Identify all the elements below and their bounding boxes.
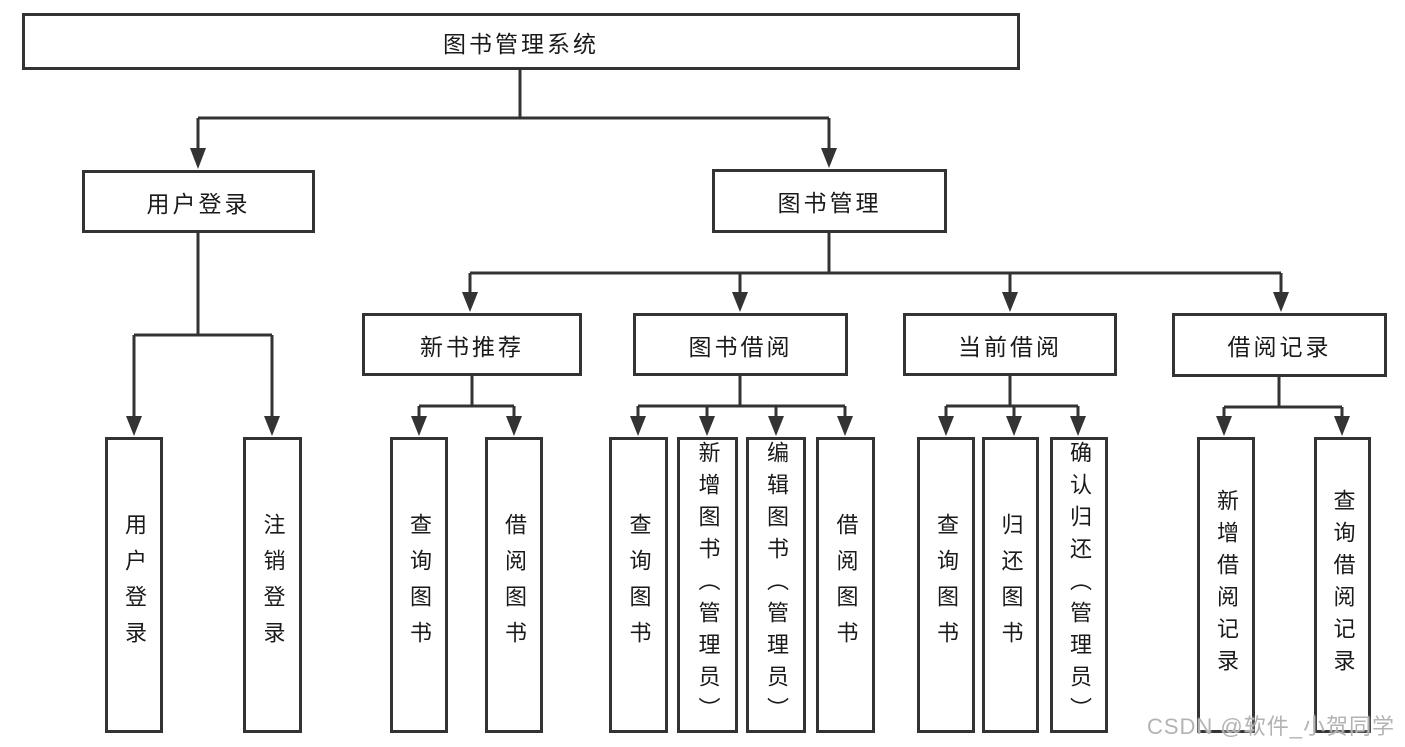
leaf-user-login: 用户登录 (105, 437, 163, 733)
leaf-query-book-borrow: 查询图书 (609, 437, 668, 733)
leaf-query-book-recommend: 查询图书 (390, 437, 448, 733)
arrowhead-icons (126, 148, 1350, 436)
leaf-borrow-book-recommend: 借阅图书 (485, 437, 543, 733)
node-root: 图书管理系统 (22, 13, 1020, 70)
node-user-login: 用户登录 (82, 170, 315, 233)
watermark: CSDN @软件_小贺同学 (1146, 714, 1395, 739)
leaf-query-borrow-record: 查询借阅记录 (1314, 437, 1371, 733)
node-borrow-records: 借阅记录 (1172, 313, 1387, 377)
leaf-confirm-return-admin: 确认归还（管理员） (1050, 437, 1108, 733)
leaf-return-book: 归还图书 (982, 437, 1039, 733)
leaf-query-book-current: 查询图书 (917, 437, 975, 733)
leaf-borrow-book: 借阅图书 (816, 437, 875, 733)
leaf-logout: 注销登录 (243, 437, 302, 733)
leaf-edit-book-admin: 编辑图书（管理员） (746, 437, 806, 733)
node-book-management: 图书管理 (712, 169, 947, 233)
leaf-add-borrow-record: 新增借阅记录 (1197, 437, 1255, 733)
leaf-add-book-admin: 新增图书（管理员） (677, 437, 738, 733)
node-current-borrow: 当前借阅 (903, 313, 1117, 376)
node-book-borrow: 图书借阅 (633, 313, 848, 376)
node-new-book-recommend: 新书推荐 (362, 313, 582, 376)
